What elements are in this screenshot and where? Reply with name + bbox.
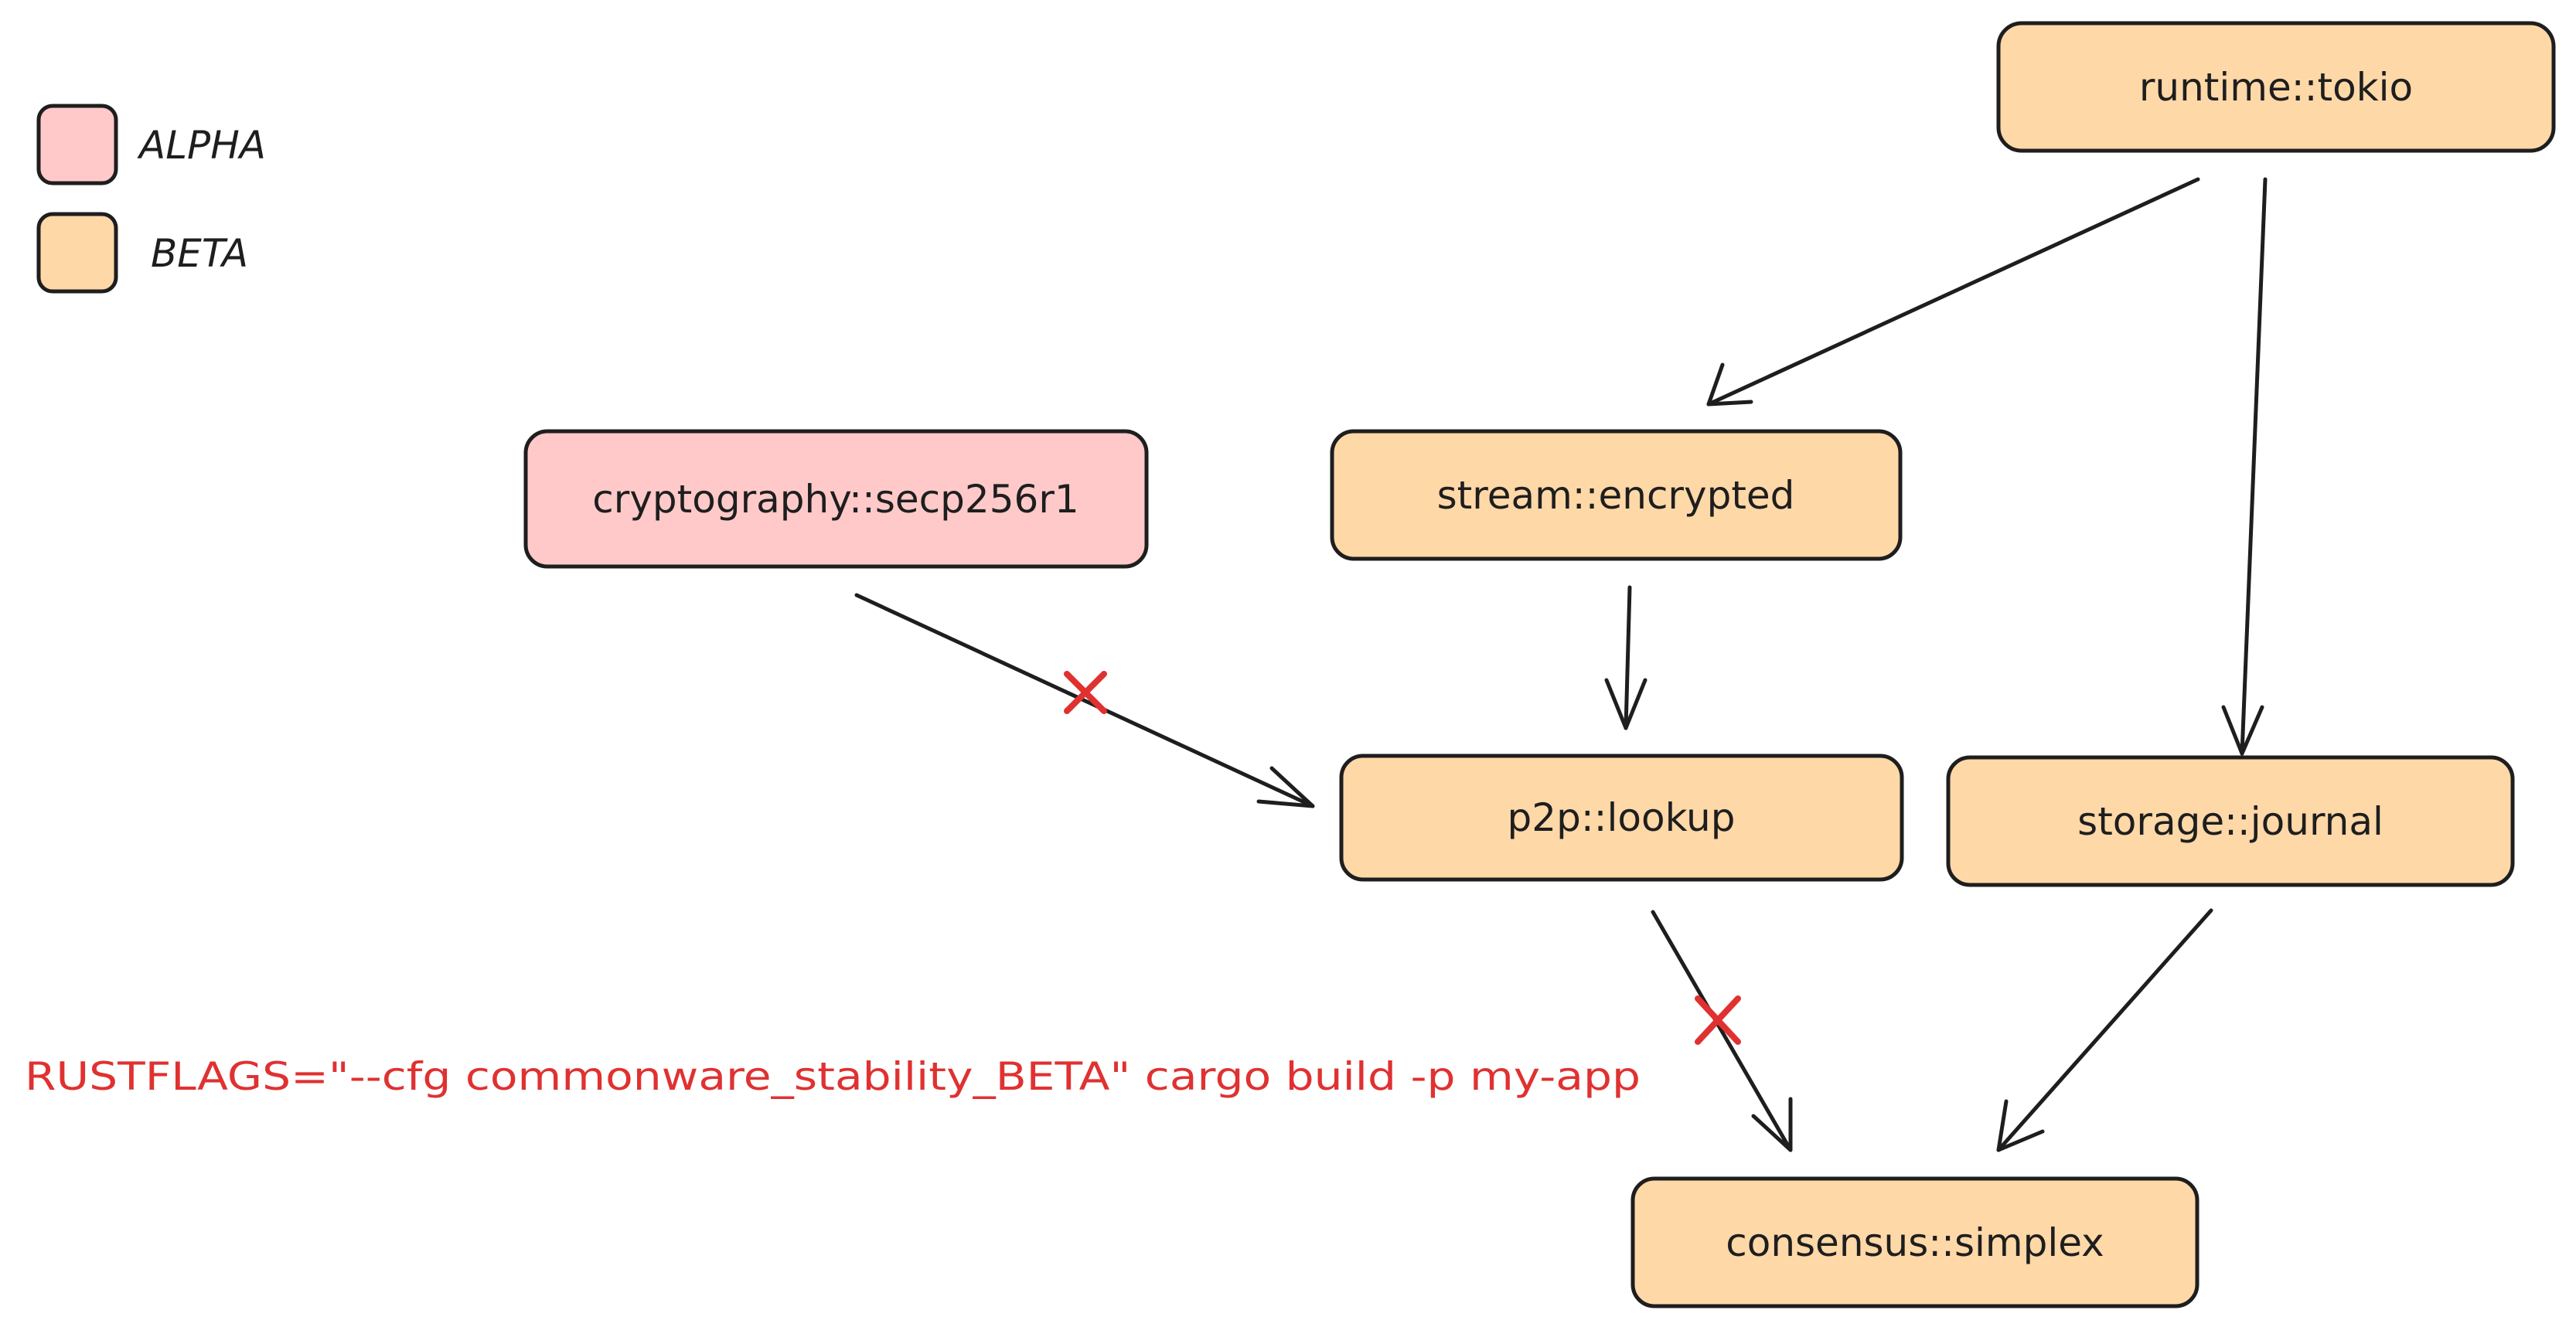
edge-runtime-to-storage [2221,177,2268,756]
blocked-mark-crypto-p2p [1064,671,1107,714]
node-p2p-lookup[interactable]: p2p::lookup [1339,754,1904,882]
node-label-p2p-lookup: p2p::lookup [1508,795,1736,840]
node-storage-journal[interactable]: storage::journal [1946,755,2515,887]
legend-label-alpha: ALPHA [137,123,266,168]
edge-stream-to-p2p [1604,585,1647,730]
node-label-consensus-simplex: consensus::simplex [1726,1220,2104,1265]
node-consensus-simplex[interactable]: consensus::simplex [1630,1176,2199,1308]
edges [854,177,2268,1152]
legend-label-beta: BETA [151,231,248,276]
build-command: RUSTFLAGS="--cfg commonware_stability_BE… [25,1054,1641,1099]
node-stream-encrypted[interactable]: stream::encrypted [1330,429,1903,561]
edge-storage-to-consensus [1996,908,2213,1152]
blocked-mark-p2p-consensus [1695,995,1741,1045]
legend-swatch-alpha [36,104,118,185]
edge-p2p-to-consensus [1651,910,1793,1152]
legend: ALPHA BETA [36,104,266,294]
node-label-stream-encrypted: stream::encrypted [1437,473,1795,518]
node-cryptography-secp256r1[interactable]: cryptography::secp256r1 [523,429,1149,569]
edge-crypto-to-p2p [854,593,1315,808]
edge-runtime-to-stream [1706,177,2200,407]
node-label-storage-journal: storage::journal [2077,799,2383,844]
node-runtime-tokio[interactable]: runtime::tokio [1996,21,2556,153]
node-label-runtime-tokio: runtime::tokio [2139,65,2413,110]
legend-swatch-beta [36,212,118,294]
node-label-cryptography-secp256r1: cryptography::secp256r1 [592,477,1078,522]
